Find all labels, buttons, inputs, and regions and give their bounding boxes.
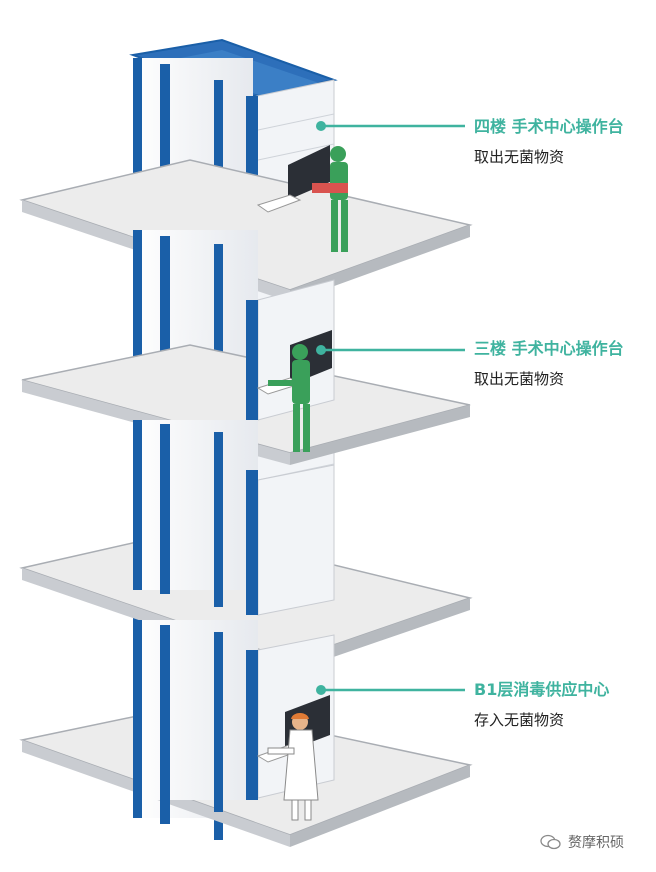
- callout-b1-subtitle: 存入无菌物资: [474, 711, 565, 729]
- callout-floor4: 四楼 手术中心操作台 取出无菌物资: [474, 116, 624, 168]
- callout-connectors: [316, 121, 465, 695]
- surgeon-floor3: [268, 344, 310, 452]
- tray-floor4: [256, 194, 302, 213]
- surgeon-floor4: [312, 146, 348, 252]
- callout-b1: B1层消毒供应中心 存入无菌物资: [474, 679, 609, 731]
- staff-b1: [267, 712, 319, 821]
- watermark-text: 赘摩积硕: [568, 835, 624, 851]
- tower-segment-middle: [133, 420, 335, 616]
- watermark: 赘摩积硕: [540, 832, 624, 852]
- callout-b1-title: B1层消毒供应中心: [474, 680, 610, 699]
- callout-floor3: 三楼 手术中心操作台 取出无菌物资: [474, 338, 624, 390]
- callout-floor3-title: 三楼 手术中心操作台: [474, 339, 624, 358]
- wechat-icon: [540, 834, 561, 850]
- callout-floor3-subtitle: 取出无菌物资: [474, 370, 565, 388]
- callout-floor4-title: 四楼 手术中心操作台: [474, 117, 624, 136]
- callout-floor4-subtitle: 取出无菌物资: [474, 148, 565, 166]
